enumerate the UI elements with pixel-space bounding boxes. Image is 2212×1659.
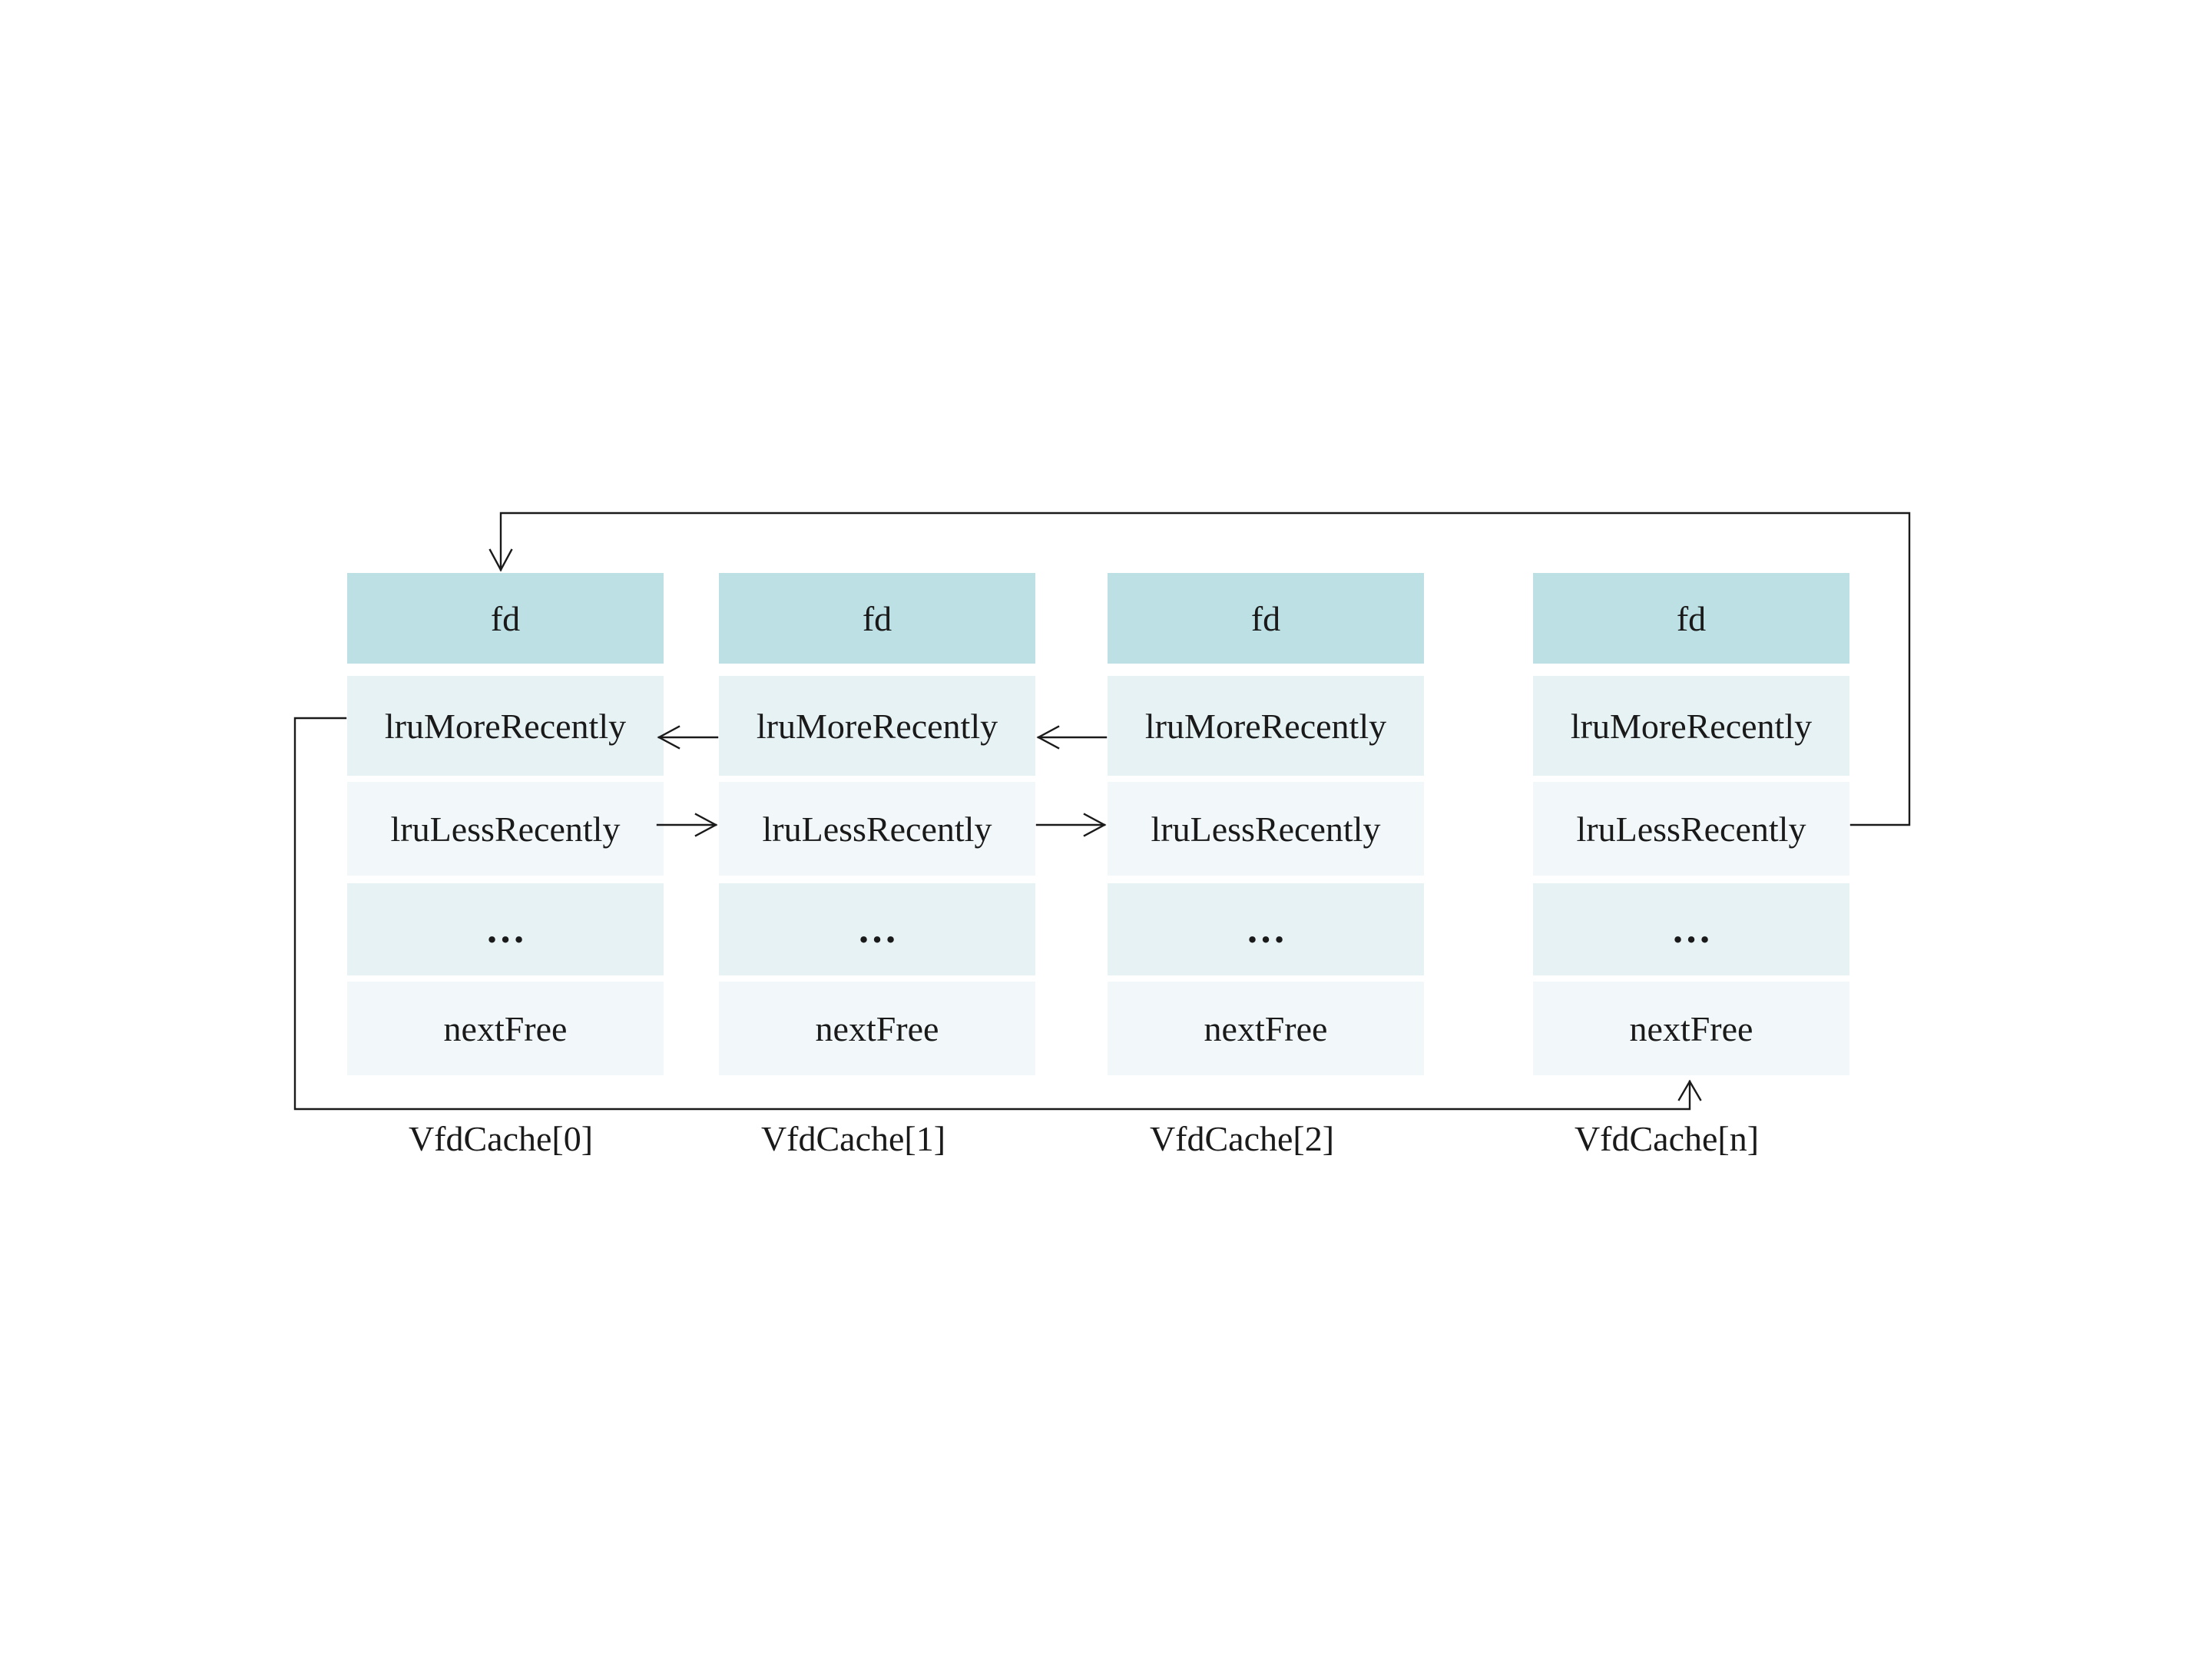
field-ellipsis: … <box>719 883 1035 975</box>
field-fd: fd <box>1533 573 1849 664</box>
field-fd: fd <box>719 573 1035 664</box>
field-lru-less-recently: lruLessRecently <box>1108 782 1424 876</box>
arrow-more-1-to-0 <box>657 725 719 750</box>
field-fd: fd <box>1108 573 1424 664</box>
field-lru-less-recently: lruLessRecently <box>347 782 664 876</box>
field-next-free: nextFree <box>719 982 1035 1075</box>
arrow-less-0-to-1 <box>656 813 718 837</box>
caption-vfd-cache-1: VfdCache[1] <box>760 1119 946 1158</box>
field-ellipsis: … <box>1533 883 1849 975</box>
field-ellipsis: … <box>347 883 664 975</box>
field-fd: fd <box>347 573 664 664</box>
field-next-free: nextFree <box>1533 982 1849 1075</box>
arrow-more-0-to-n <box>293 717 1702 1111</box>
field-next-free: nextFree <box>1108 982 1424 1075</box>
caption-vfd-cache-n: VfdCache[n] <box>1574 1119 1760 1158</box>
field-lru-less-recently: lruLessRecently <box>719 782 1035 876</box>
caption-vfd-cache-0: VfdCache[0] <box>408 1119 594 1158</box>
arrow-less-n-to-0 <box>488 512 1911 826</box>
field-lru-more-recently: lruMoreRecently <box>719 676 1035 776</box>
field-ellipsis: … <box>1108 883 1424 975</box>
field-lru-more-recently: lruMoreRecently <box>1533 676 1849 776</box>
caption-vfd-cache-2: VfdCache[2] <box>1149 1119 1335 1158</box>
field-lru-less-recently: lruLessRecently <box>1533 782 1849 876</box>
field-lru-more-recently: lruMoreRecently <box>347 676 664 776</box>
arrow-less-1-to-2 <box>1035 813 1107 837</box>
field-next-free: nextFree <box>347 982 664 1075</box>
arrow-more-2-to-1 <box>1036 725 1108 750</box>
field-lru-more-recently: lruMoreRecently <box>1108 676 1424 776</box>
